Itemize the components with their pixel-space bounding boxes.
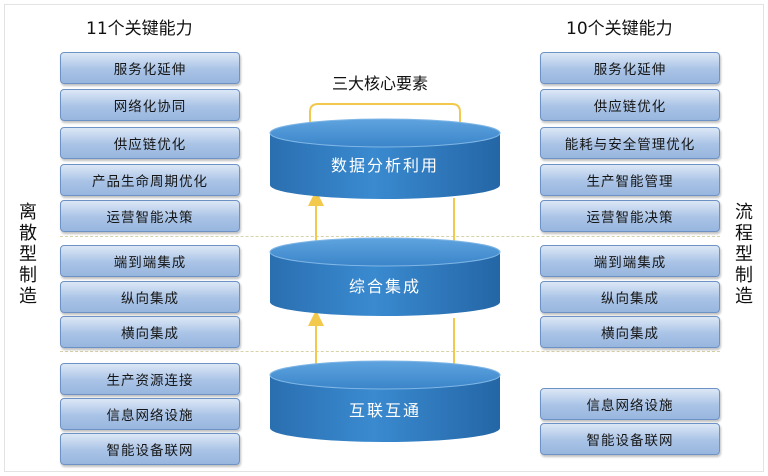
- cylinder-interconnection: [269, 360, 501, 442]
- left-item-11: 智能设备联网: [60, 433, 240, 465]
- left-item-10: 信息网络设施: [60, 398, 240, 430]
- cylinder-label-1: 数据分析利用: [330, 156, 439, 175]
- right-item-6: 端到端集成: [540, 245, 720, 277]
- divider-lower: [60, 351, 720, 352]
- left-item-8: 横向集成: [60, 316, 240, 348]
- left-side-label: 离散型制造: [19, 202, 37, 307]
- cylinder-integration: [269, 237, 501, 316]
- divider-upper: [60, 236, 720, 237]
- left-item-1: 服务化延伸: [60, 52, 240, 84]
- center-title: 三大核心要素: [332, 74, 429, 93]
- right-item-10: 智能设备联网: [540, 423, 720, 455]
- left-item-3: 供应链优化: [60, 127, 240, 159]
- arrow-top-loop: [309, 103, 468, 141]
- right-item-4: 生产智能管理: [540, 164, 720, 196]
- left-item-5: 运营智能决策: [60, 200, 240, 232]
- right-item-1: 服务化延伸: [540, 52, 720, 84]
- right-item-3: 能耗与安全管理优化: [540, 127, 720, 159]
- cylinder-label-2: 综合集成: [348, 277, 421, 296]
- right-item-9: 信息网络设施: [540, 388, 720, 420]
- left-item-6: 端到端集成: [60, 245, 240, 277]
- left-item-9: 生产资源连接: [60, 363, 240, 395]
- left-item-4: 产品生命周期优化: [60, 164, 240, 196]
- cylinder-data-analysis: [269, 118, 501, 199]
- left-item-2: 网络化协同: [60, 89, 240, 121]
- diagram-frame: [4, 4, 764, 472]
- right-item-8: 横向集成: [540, 316, 720, 348]
- right-side-label: 流程型制造: [735, 202, 753, 307]
- right-item-2: 供应链优化: [540, 89, 720, 121]
- right-item-5: 运营智能决策: [540, 200, 720, 232]
- cylinder-label-3: 互联互通: [348, 401, 421, 420]
- right-item-7: 纵向集成: [540, 281, 720, 313]
- left-header: 11个关键能力: [86, 19, 193, 39]
- left-item-7: 纵向集成: [60, 281, 240, 313]
- right-header: 10个关键能力: [566, 19, 673, 39]
